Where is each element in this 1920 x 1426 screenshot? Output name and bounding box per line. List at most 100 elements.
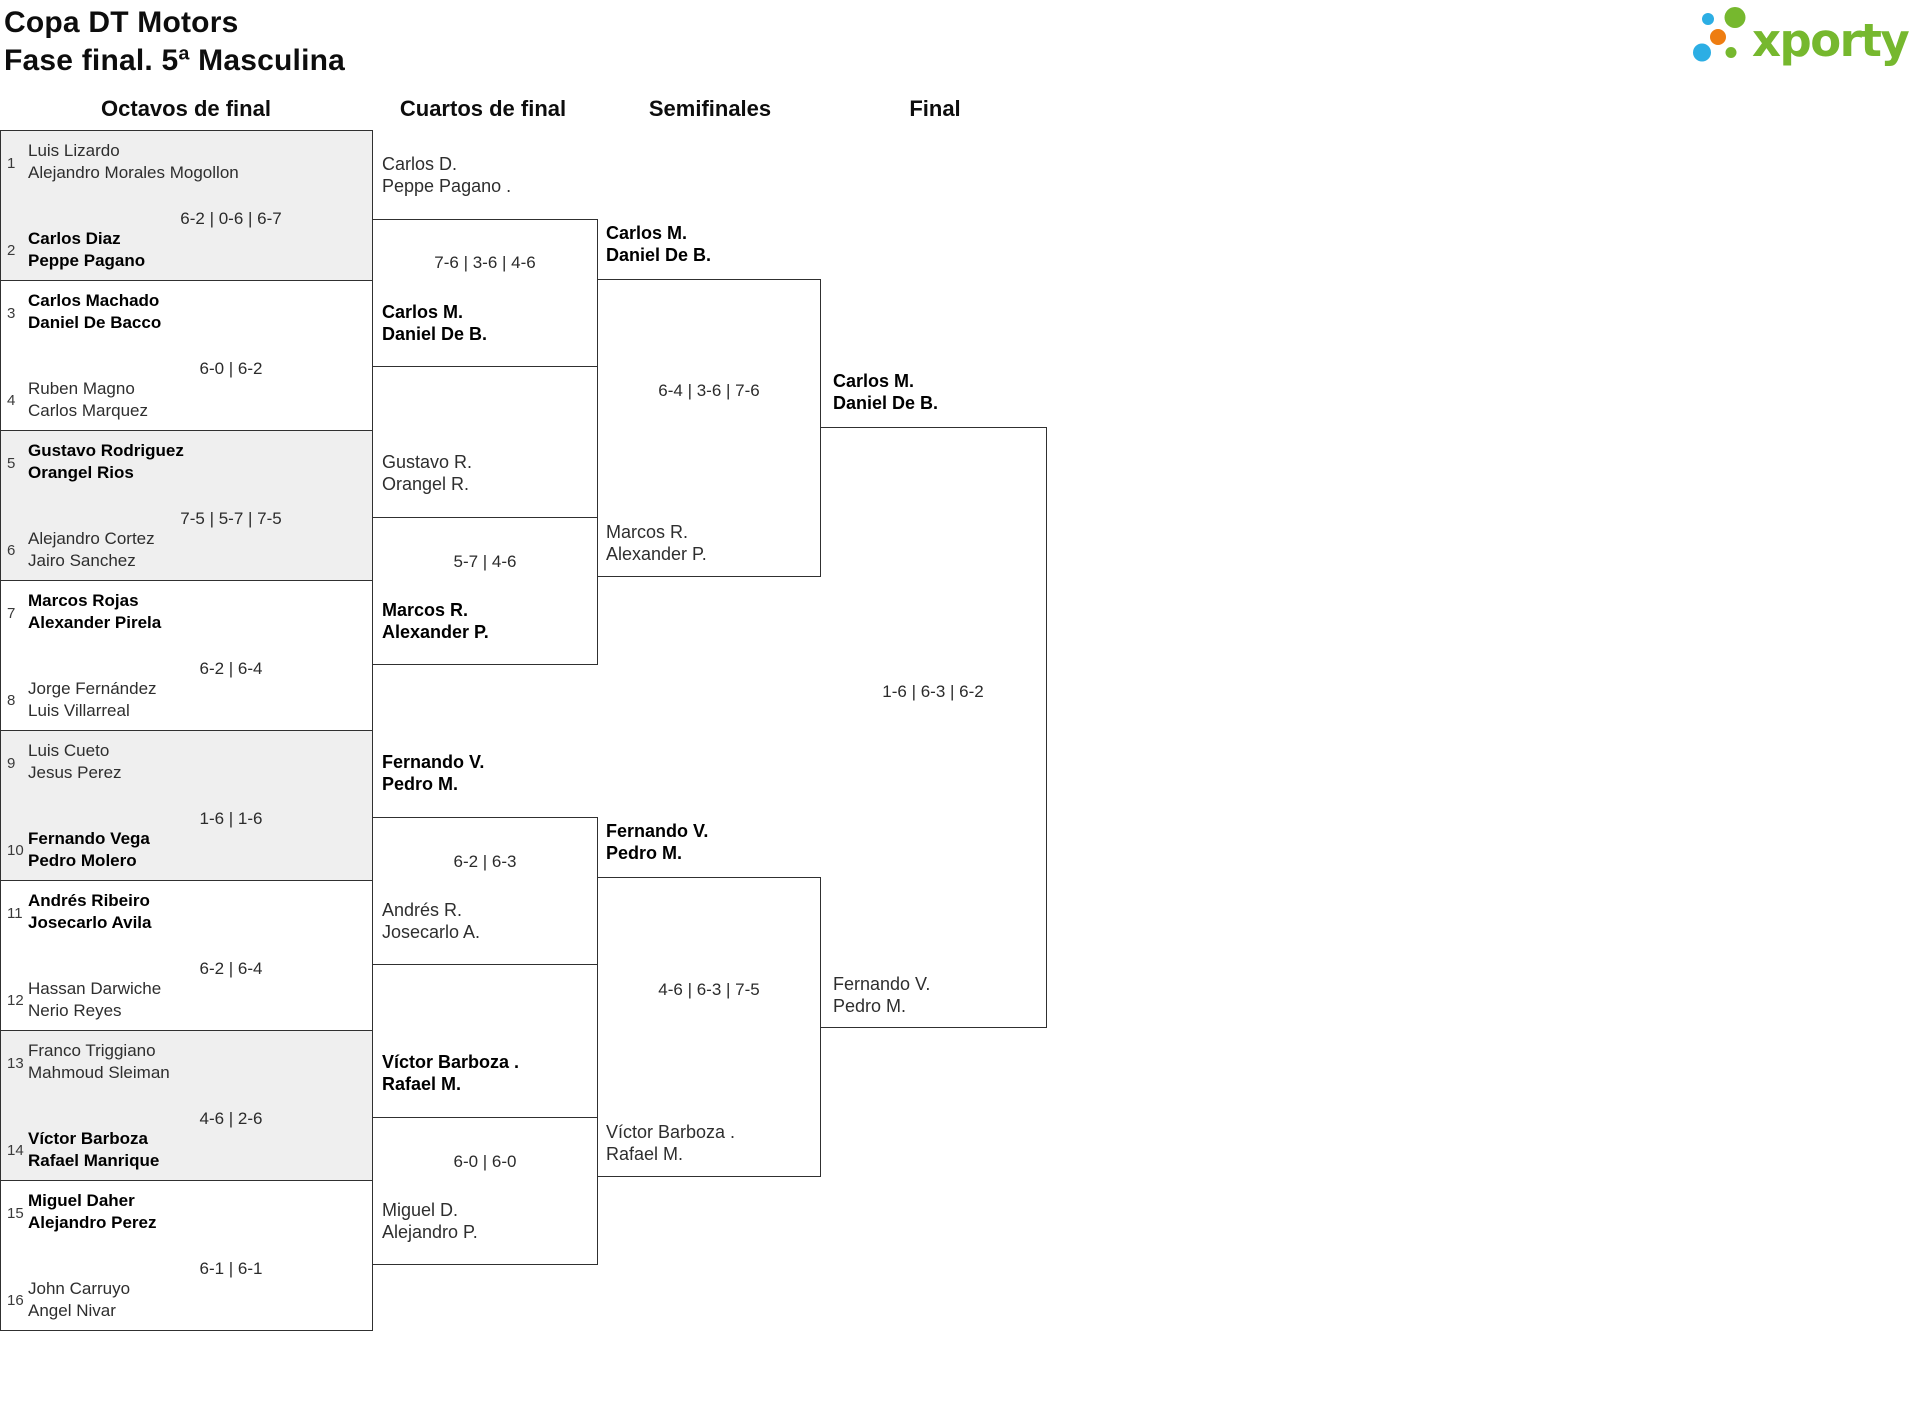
match-score: 6-2 | 6-4	[199, 959, 263, 978]
octavos-match-7: 13 Franco Triggiano Mahmoud Sleiman 4-6 …	[0, 1030, 373, 1181]
team-name-line: Rafael Manrique	[28, 1151, 160, 1170]
seed-number: 12	[7, 992, 24, 1009]
team-name-line: Josecarlo A.	[382, 922, 481, 942]
tournament-title: Copa DT Motors Fase final. 5ª Masculina	[4, 4, 345, 80]
team-name-line: Alejandro Cortez	[28, 529, 155, 548]
semifinal-1-bottom-team: Marcos R. Alexander P.	[606, 521, 818, 565]
team-name-line: Ruben Magno	[28, 379, 135, 398]
team-name-line: Andrés R.	[382, 900, 463, 920]
match-score: 6-1 | 6-1	[199, 1259, 263, 1278]
cuartos-4-bottom-team: Miguel D. Alejandro P.	[382, 1199, 594, 1243]
semifinal-2-bottom-team: Víctor Barboza . Rafael M.	[606, 1121, 818, 1165]
team-name-line: Fernando Vega	[28, 829, 150, 848]
cuartos-3-bottom-team: Andrés R. Josecarlo A.	[382, 899, 594, 943]
semifinal-match-box-1	[597, 279, 821, 577]
team-name-line: Carlos M.	[606, 223, 688, 243]
team-name-line: Miguel Daher	[28, 1191, 135, 1210]
semifinal-2-top-team: Fernando V. Pedro M.	[606, 820, 818, 864]
tournament-phase: Fase final. 5ª Masculina	[4, 44, 346, 77]
team-name-line: Pedro Molero	[28, 851, 137, 870]
octavos-match-4: 7 Marcos Rojas Alexander Pirela 6-2 | 6-…	[0, 580, 373, 731]
team-name-line: Peppe Pagano .	[382, 176, 512, 196]
match-score: 7-6 | 3-6 | 4-6	[434, 253, 536, 272]
team-name-line: John Carruyo	[28, 1279, 131, 1298]
team-name-line: Daniel De B.	[833, 393, 939, 413]
match-score: 6-0 | 6-0	[453, 1152, 517, 1171]
team-name-line: Fernando V.	[382, 752, 485, 772]
xporty-logo[interactable]: xporty	[1684, 2, 1920, 74]
seed-number: 4	[7, 392, 16, 409]
team-name-line: Alejandro Morales Mogollon	[28, 163, 239, 182]
seed-number: 10	[7, 842, 24, 859]
octavos-match-6: 11 Andrés Ribeiro Josecarlo Avila 6-2 | …	[0, 880, 373, 1031]
seed-number: 3	[7, 305, 16, 322]
team-name-line: Luis Lizardo	[28, 141, 120, 160]
match-score: 6-2 | 6-4	[199, 659, 263, 678]
team-name-line: Franco Triggiano	[28, 1041, 156, 1060]
logo-text: xporty	[1752, 14, 1909, 67]
team-names: Carlos Diaz Peppe Pagano	[28, 228, 145, 272]
seed-number: 1	[7, 155, 16, 172]
team-name-line: Peppe Pagano	[28, 251, 146, 270]
team-name-line: Miguel D.	[382, 1200, 459, 1220]
team-name-line: Daniel De Bacco	[28, 313, 162, 332]
team-name-line: Gustavo R.	[382, 452, 473, 472]
cuartos-4-top-team: Víctor Barboza . Rafael M.	[382, 1051, 594, 1095]
team-name-line: Marcos Rojas	[28, 591, 139, 610]
team-name-line: Marcos R.	[606, 522, 689, 542]
match-score: 7-5 | 5-7 | 7-5	[180, 509, 282, 528]
team-name-line: Mahmoud Sleiman	[28, 1063, 170, 1082]
seed-number: 6	[7, 542, 16, 559]
match-score: 4-6 | 2-6	[199, 1109, 263, 1128]
seed-number: 7	[7, 605, 16, 622]
logo-dots-icon	[1693, 7, 1746, 62]
team-name-line: Alejandro P.	[382, 1222, 478, 1242]
team-name-line: Carlos M.	[382, 302, 464, 322]
round-header-final: Final	[909, 96, 961, 121]
seed-number: 13	[7, 1055, 24, 1072]
team-name-line: Andrés Ribeiro	[28, 891, 150, 910]
team-name-line: Angel Nivar	[28, 1301, 116, 1320]
cuartos-3-top-team: Fernando V. Pedro M.	[382, 751, 594, 795]
team-name-line: Josecarlo Avila	[28, 913, 152, 932]
tournament-name: Copa DT Motors	[4, 6, 239, 39]
team-name-line: Fernando V.	[833, 974, 931, 994]
final-top-team: Carlos M. Daniel De B.	[833, 370, 1045, 414]
team-name-line: Rafael M.	[606, 1144, 684, 1164]
cuartos-1-bottom-team: Carlos M. Daniel De B.	[382, 301, 594, 345]
cuartos-match-box-2	[372, 517, 598, 665]
team-names: Luis Lizardo Alejandro Morales Mogollon	[28, 140, 239, 184]
seed-number: 9	[7, 755, 16, 772]
team-name-line: Fernando V.	[606, 821, 709, 841]
team-name-line: Víctor Barboza .	[606, 1122, 736, 1142]
round-header-octavos: Octavos de final	[101, 96, 271, 121]
team-names: Andrés Ribeiro Josecarlo Avila	[28, 890, 151, 934]
team-name-line: Nerio Reyes	[28, 1001, 122, 1020]
octavos-match-5: 9 Luis Cueto Jesus Perez 1-6 | 1-6 10 Fe…	[0, 730, 373, 881]
match-score: 5-7 | 4-6	[453, 552, 517, 571]
seed-number: 16	[7, 1292, 24, 1309]
match-score: 1-6 | 6-3 | 6-2	[882, 682, 984, 701]
team-name-line: Alejandro Perez	[28, 1213, 157, 1232]
octavos-match-2: 3 Carlos Machado Daniel De Bacco 6-0 | 6…	[0, 280, 373, 431]
team-names: Hassan Darwiche Nerio Reyes	[28, 978, 161, 1022]
team-name-line: Alexander Pirela	[28, 613, 162, 632]
team-names: Ruben Magno Carlos Marquez	[28, 378, 148, 422]
team-names: Alejandro Cortez Jairo Sanchez	[28, 528, 155, 572]
team-names: Carlos Machado Daniel De Bacco	[28, 290, 161, 334]
team-names: Franco Triggiano Mahmoud Sleiman	[28, 1040, 170, 1084]
final-bottom-team: Fernando V. Pedro M.	[833, 973, 1045, 1017]
team-name-line: Pedro M.	[833, 996, 907, 1016]
final-match-box	[820, 427, 1047, 1028]
team-name-line: Luis Cueto	[28, 741, 110, 760]
team-name-line: Jesus Perez	[28, 763, 122, 782]
team-name-line: Carlos Machado	[28, 291, 160, 310]
team-names: Luis Cueto Jesus Perez	[28, 740, 122, 784]
team-name-line: Gustavo Rodriguez	[28, 441, 184, 460]
team-name-line: Pedro M.	[606, 843, 683, 863]
team-name-line: Jorge Fernández	[28, 679, 157, 698]
team-names: Víctor Barboza Rafael Manrique	[28, 1128, 159, 1172]
team-name-line: Carlos D.	[382, 154, 458, 174]
round-header-semifinales: Semifinales	[648, 96, 772, 121]
seed-number: 11	[7, 905, 23, 922]
